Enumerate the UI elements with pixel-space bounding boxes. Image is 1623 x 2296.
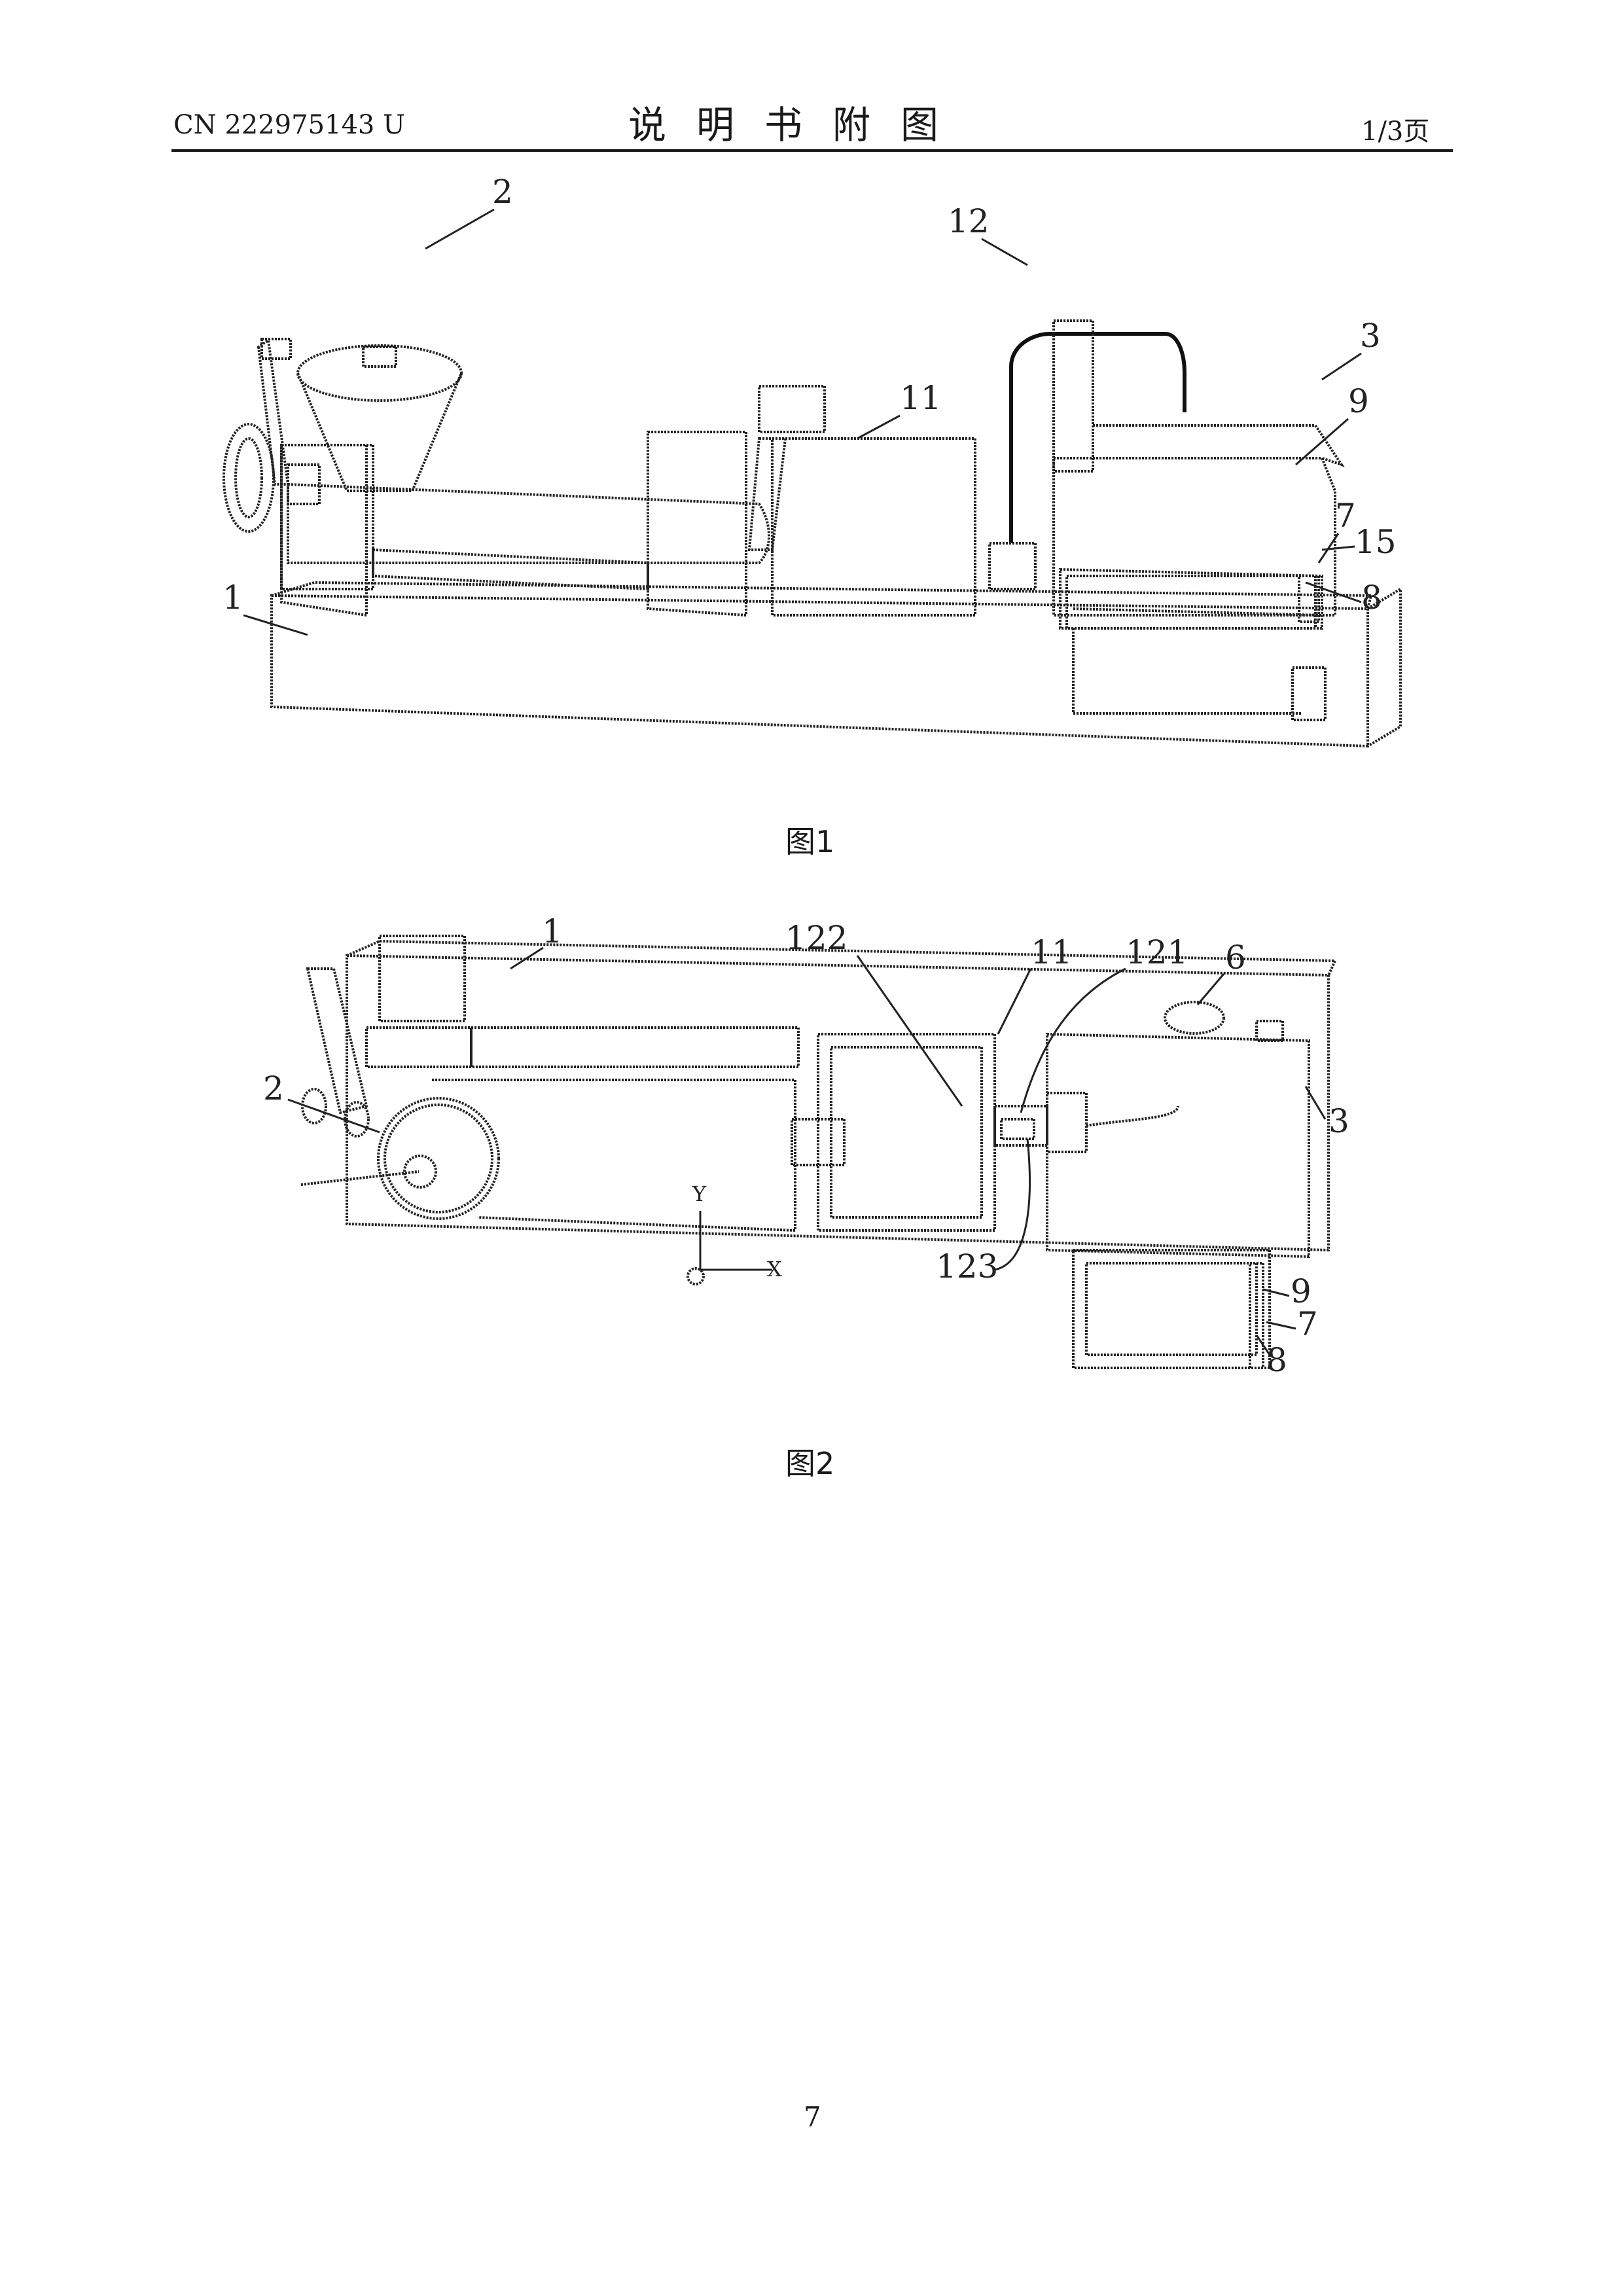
figure-2-caption: 图2: [785, 1440, 834, 1483]
fig2-label-9: 9: [1291, 1272, 1311, 1310]
fig2-axis-y: Y: [692, 1181, 707, 1206]
fig2-label-121: 121: [1126, 933, 1188, 971]
fig2-label-1: 1: [542, 912, 563, 950]
figure-2: Y X 1 2 3 6 7 8 9 11 121 122 123: [0, 910, 1623, 1407]
patent-number: CN 222975143 U: [173, 110, 405, 140]
fig2-label-3: 3: [1329, 1102, 1349, 1140]
figure-2-drawing: Y X 1 2 3 6 7 8 9 11 121 122 123: [0, 910, 1623, 1407]
header-rule: [171, 149, 1453, 152]
fig1-label-9: 9: [1348, 382, 1369, 420]
fig2-label-8: 8: [1266, 1341, 1287, 1379]
fig2-axis-x: X: [767, 1257, 782, 1282]
page-counter: 1/3页: [1361, 110, 1429, 148]
fig1-label-1: 1: [223, 579, 243, 617]
page-title: 说明书附图: [628, 94, 969, 149]
figure-1-caption: 图1: [785, 818, 834, 861]
fig2-label-2: 2: [263, 1069, 284, 1107]
fig1-label-12: 12: [948, 202, 990, 240]
fig2-label-7: 7: [1297, 1305, 1318, 1343]
fig2-label-123: 123: [936, 1247, 998, 1285]
fig1-label-15: 15: [1355, 523, 1397, 561]
figure-1-drawing: 1 2 3 7 8 9 11 12 15: [0, 157, 1623, 785]
fig1-label-11: 11: [900, 379, 942, 417]
fig2-label-6: 6: [1225, 939, 1246, 977]
fig1-label-7: 7: [1335, 497, 1356, 535]
fig1-label-3: 3: [1360, 317, 1381, 355]
fig1-label-8: 8: [1361, 579, 1382, 617]
fig1-label-2: 2: [492, 173, 513, 211]
figure-1: 1 2 3 7 8 9 11 12 15: [0, 157, 1623, 785]
fig2-label-122: 122: [785, 919, 847, 957]
page-number: 7: [804, 2101, 821, 2133]
fig2-label-11: 11: [1031, 933, 1073, 971]
